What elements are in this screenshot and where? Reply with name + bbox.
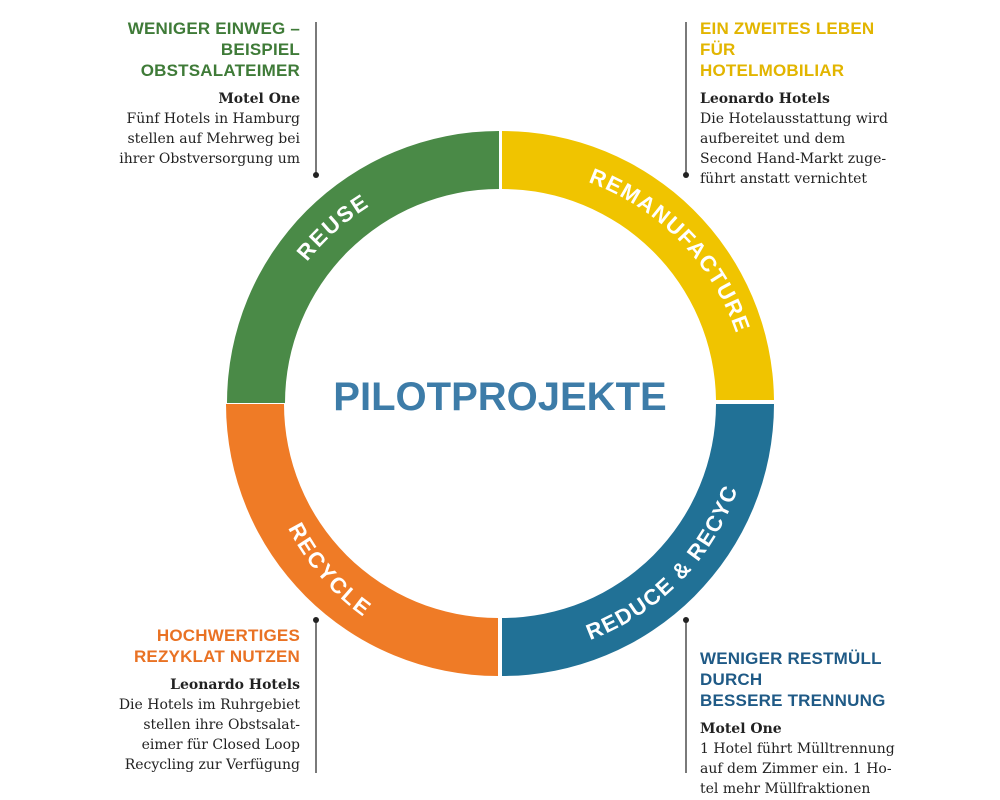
description-line: tel mehr Müllfraktionen (700, 781, 871, 797)
connector-top-left (313, 22, 319, 178)
headline-top-right: EIN ZWEITES LEBEN FÜR HOTELMOBILIAR (700, 18, 905, 81)
description-top-left: Fünf Hotels in Hamburg stellen auf Mehrw… (100, 109, 300, 169)
segment-reuse (227, 131, 499, 403)
headline-line: HOTELMOBILIAR (700, 61, 845, 80)
connector-bottom-right (683, 617, 689, 773)
headline-line: WENIGER EINWEG – (127, 19, 300, 38)
company-top-right: Leonardo Hotels (700, 91, 830, 107)
description-bottom-left: Die Hotels im Ruhrgebiet stellen ihre Ob… (100, 695, 300, 775)
center-title: PILOTPROJEKTE (333, 375, 666, 419)
description-line: führt anstatt vernichtet (700, 171, 867, 187)
description-line: Recycling zur Verfügung (124, 757, 300, 773)
description-line: Fünf Hotels in Hamburg (126, 111, 300, 127)
description-line: eimer für Closed Loop (141, 737, 300, 753)
headline-line: BEISPIEL OBSTSALATEIMER (140, 40, 300, 80)
headline-line: HOCHWERTIGES (156, 626, 300, 645)
company-bottom-left: Leonardo Hotels (170, 677, 300, 693)
headline-line: BESSERE TRENNUNG (700, 691, 886, 710)
headline-top-left: WENIGER EINWEG – BEISPIEL OBSTSALATEIMER (100, 18, 300, 81)
headline-line: REZYKLAT NUTZEN (133, 647, 300, 666)
segment-recycle (226, 404, 498, 676)
description-line: Die Hotels im Ruhrgebiet (118, 697, 300, 713)
description-line: stellen auf Mehrweg bei (127, 131, 300, 147)
description-line: stellen ihre Obstsalat- (143, 717, 300, 733)
headline-bottom-left: HOCHWERTIGES REZYKLAT NUTZEN (100, 625, 300, 667)
company-bottom-right: Motel One (700, 721, 782, 737)
description-bottom-right: 1 Hotel führt Mülltrennung auf dem Zimme… (700, 739, 905, 799)
block-bottom-left: HOCHWERTIGES REZYKLAT NUTZEN Leonardo Ho… (100, 625, 300, 775)
description-line: Second Hand-Markt zuge- (700, 151, 887, 167)
block-top-left: WENIGER EINWEG – BEISPIEL OBSTSALATEIMER… (100, 18, 300, 169)
headline-bottom-right: WENIGER RESTMÜLL DURCH BESSERE TRENNUNG (700, 648, 905, 711)
segment-remanufacture (502, 131, 774, 400)
connector-top-right (683, 22, 689, 178)
block-bottom-right: WENIGER RESTMÜLL DURCH BESSERE TRENNUNG … (700, 648, 905, 799)
connector-bottom-left (313, 617, 319, 773)
description-line: auf dem Zimmer ein. 1 Ho- (700, 761, 892, 777)
description-top-right: Die Hotelausstattung wird aufbereitet un… (700, 109, 905, 189)
description-line: ihrer Obstversorgung um (119, 151, 300, 167)
segment-reduce-recycle (502, 404, 774, 676)
block-top-right: EIN ZWEITES LEBEN FÜR HOTELMOBILIAR Leon… (700, 18, 905, 189)
description-line: aufbereitet und dem (700, 131, 846, 147)
company-top-left: Motel One (218, 91, 300, 107)
headline-line: EIN ZWEITES LEBEN FÜR (700, 19, 875, 59)
headline-line: WENIGER RESTMÜLL DURCH (700, 649, 882, 689)
description-line: Die Hotelausstattung wird (700, 111, 888, 127)
description-line: 1 Hotel führt Mülltrennung (700, 741, 895, 757)
